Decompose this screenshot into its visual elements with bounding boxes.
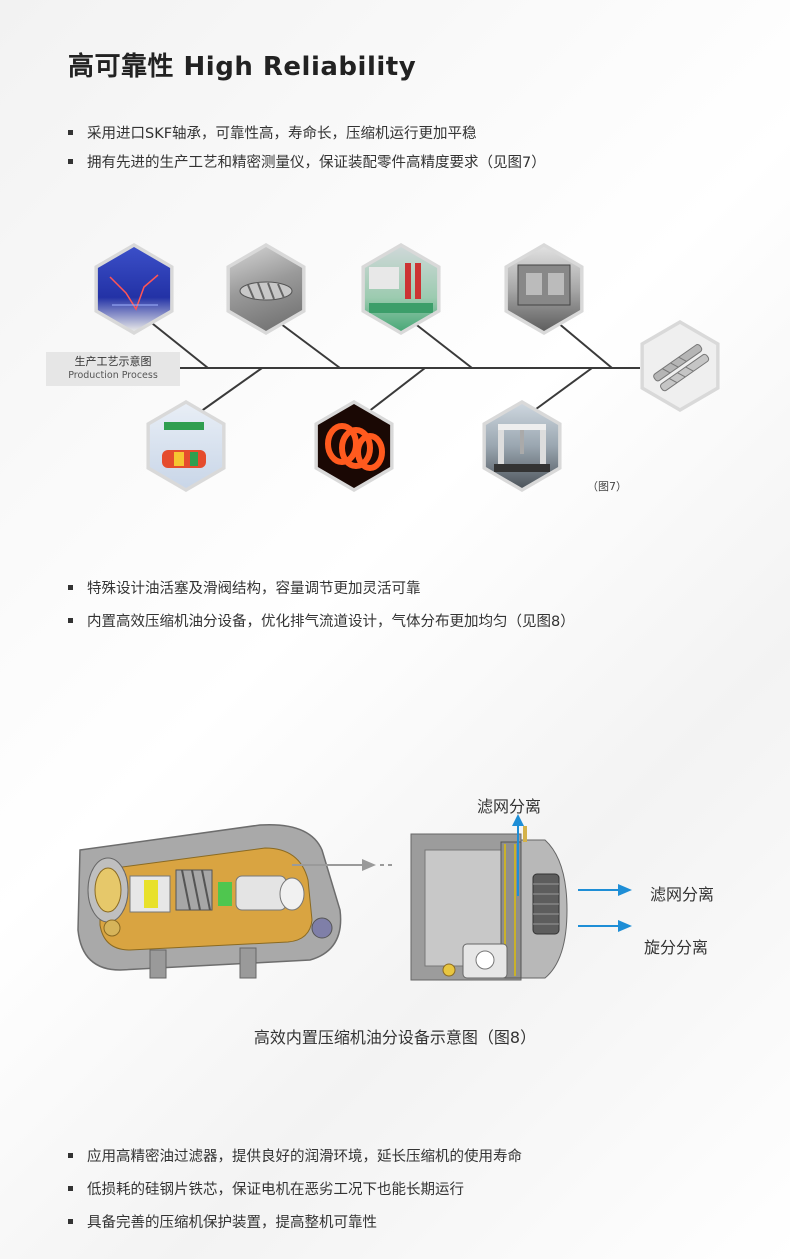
bullet-item: 特殊设计油活塞及滑阀结构，容量调节更加灵活可靠 — [68, 577, 421, 598]
bullet-text: 低损耗的硅钢片铁芯，保证电机在恶劣工况下也能长期运行 — [87, 1182, 464, 1198]
bullet-icon — [68, 585, 73, 590]
bullet-item: 低损耗的硅钢片铁芯，保证电机在恶劣工况下也能长期运行 — [68, 1178, 464, 1199]
compressor-cutaway-illustration — [77, 823, 342, 979]
process-diagram-label: 生产工艺示意图 Production Process — [46, 352, 180, 386]
bullet-text: 拥有先进的生产工艺和精密测量仪，保证装配零件高精度要求（见图7） — [87, 155, 546, 171]
bullet-item: 应用高精密油过滤器，提供良好的润滑环境，延长压缩机的使用寿命 — [68, 1145, 522, 1166]
process-image-hex — [361, 243, 441, 335]
connector-arrow — [292, 859, 392, 871]
page-title: 高可靠性 High Reliability — [68, 52, 417, 82]
bullet-item: 内置高效压缩机油分设备，优化排气流道设计，气体分布更加均匀（见图8） — [68, 610, 575, 631]
bullet-text: 内置高效压缩机油分设备，优化排气流道设计，气体分布更加均匀（见图8） — [87, 614, 575, 630]
process-image-hex — [482, 400, 562, 492]
process-image-hex — [146, 400, 226, 492]
process-label-en: Production Process — [68, 370, 158, 381]
bullet-icon — [68, 159, 73, 164]
bullet-text: 采用进口SKF轴承，可靠性高，寿命长，压缩机运行更加平稳 — [87, 126, 477, 142]
bullet-item: 具备完善的压缩机保护装置，提高整机可靠性 — [68, 1211, 377, 1232]
figure-8-caption: 高效内置压缩机油分设备示意图（图8） — [253, 1028, 537, 1047]
process-label-cn: 生产工艺示意图 — [74, 355, 152, 368]
bullet-icon — [68, 130, 73, 135]
bullet-item: 拥有先进的生产工艺和精密测量仪，保证装配零件高精度要求（见图7） — [68, 151, 546, 172]
filter-separation-label-top: 滤网分离 — [477, 797, 542, 816]
heat-treatment-image — [317, 404, 391, 488]
bullet-text: 具备完善的压缩机保护装置，提高整机可靠性 — [87, 1215, 377, 1231]
flow-arrows — [512, 814, 632, 932]
figure-7-tag: （图7） — [587, 480, 627, 493]
bullet-text: 应用高精密油过滤器，提供良好的润滑环境，延长压缩机的使用寿命 — [87, 1149, 522, 1165]
bullet-icon — [68, 1153, 73, 1158]
bullet-icon — [68, 618, 73, 623]
process-image-hex — [226, 243, 306, 335]
filter-separation-label: 滤网分离 — [650, 885, 715, 904]
bullet-icon — [68, 1219, 73, 1224]
oil-separator-section-illustration — [410, 826, 568, 981]
bullet-icon — [68, 1186, 73, 1191]
cyclone-separation-label: 旋分分离 — [644, 938, 709, 957]
process-image-hex — [94, 243, 174, 335]
bullet-item: 采用进口SKF轴承，可靠性高，寿命长，压缩机运行更加平稳 — [68, 122, 477, 143]
bullet-text: 特殊设计油活塞及滑阀结构，容量调节更加灵活可靠 — [87, 581, 421, 597]
assembly-workshop-image — [364, 247, 438, 331]
process-image-hex — [314, 400, 394, 492]
